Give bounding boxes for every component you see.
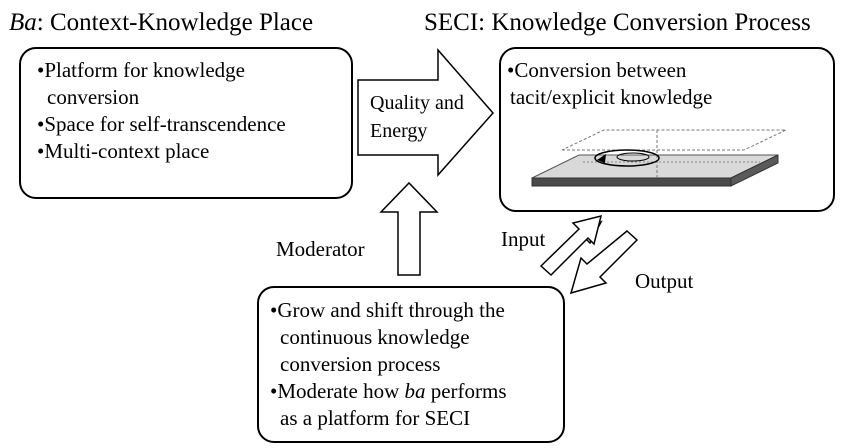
ba-bullet-2: •Space for self-transcendence — [37, 112, 286, 136]
ba-bullet-3: •Multi-context place — [37, 139, 210, 163]
seci-plane-illustration — [531, 129, 787, 187]
moderator-arrow — [379, 181, 439, 276]
ba-bullet-1-line-1: •Platform for knowledge — [37, 58, 245, 82]
moderator-label: Moderator — [276, 237, 365, 261]
bottom-bullet-1-line-1: •Grow and shift through the — [270, 298, 505, 322]
bottom-bullet-2-line-2: as a platform for SECI — [280, 406, 471, 430]
quality-energy-label-line-2: Energy — [370, 120, 428, 142]
ba-title: Ba: Context-Knowledge Place — [9, 9, 314, 36]
bottom-bullet-1-line-2: continuous knowledge — [280, 325, 470, 349]
ba-box — [19, 47, 353, 199]
quality-energy-label-line-1: Quality and — [370, 92, 464, 114]
output-arrow — [569, 230, 639, 295]
bottom-box — [257, 286, 565, 443]
bottom-bullet-2-line-1: •Moderate how ba performs — [270, 379, 507, 403]
seci-bullet-line-1: •Conversion between — [507, 58, 687, 82]
seci-bullet: •Conversion between tacit/explicit knowl… — [507, 57, 712, 111]
bottom-bullet-list: •Grow and shift through the continuous k… — [270, 297, 507, 432]
ba-bullet-list: •Platform for knowledge conversion •Spac… — [37, 57, 286, 165]
output-label: Output — [635, 269, 694, 293]
input-label: Input — [501, 227, 546, 251]
quality-energy-arrow — [357, 48, 494, 177]
bottom-bullet-1-line-3: conversion process — [280, 352, 441, 376]
seci-title: SECI: Knowledge Conversion Process — [424, 9, 811, 36]
seci-bullet-line-2: tacit/explicit knowledge — [510, 85, 713, 109]
ba-bullet-1-line-2: conversion — [47, 85, 140, 109]
input-arrow-body — [539, 214, 603, 277]
